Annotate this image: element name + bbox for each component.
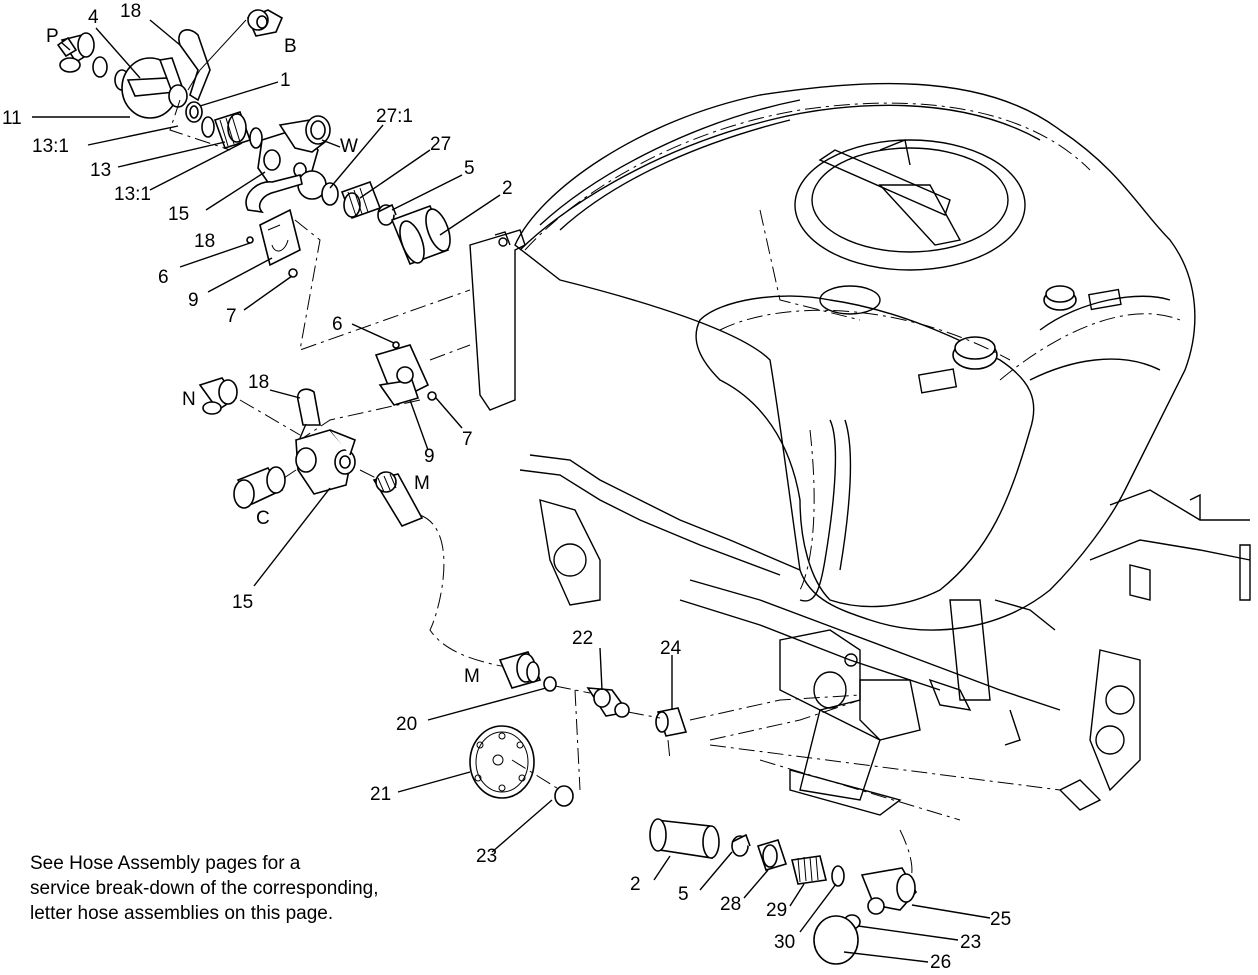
callout-15-lower: 15 [232, 592, 253, 613]
middle-valve-assembly [198, 341, 521, 671]
callout-18-mid: 18 [194, 231, 215, 252]
callout-p: P [46, 26, 59, 47]
callout-9-mid: 9 [424, 446, 435, 467]
callout-w: W [340, 136, 358, 157]
callout-24: 24 [660, 638, 682, 659]
leader-lines [32, 19, 991, 963]
callout-4: 4 [88, 7, 99, 28]
callout-9-top: 9 [188, 290, 199, 311]
callout-18-top: 18 [120, 1, 141, 22]
callout-m-lower: M [464, 666, 480, 687]
upper-valve-assembly [56, 9, 471, 351]
note-line-3: letter hose assemblies on this page. [30, 903, 334, 924]
callout-22: 22 [572, 628, 593, 649]
callout-26: 26 [930, 952, 951, 973]
callout-n: N [182, 389, 196, 410]
callout-28: 28 [720, 894, 741, 915]
callout-11: 11 [2, 108, 22, 129]
callout-2-top: 2 [502, 178, 513, 199]
callout-m-upper: M [414, 473, 430, 494]
lower-assembly [469, 651, 917, 965]
hose-assembly-note: See Hose Assembly pages for a service br… [30, 851, 490, 926]
note-line-1: See Hose Assembly pages for a [30, 853, 301, 874]
callout-7-top: 7 [226, 306, 237, 327]
callout-13-1-b: 13:1 [114, 184, 151, 205]
callout-5-top: 5 [464, 158, 475, 179]
callout-b: B [284, 36, 297, 57]
callout-18-lower: 18 [248, 372, 269, 393]
callout-7-mid: 7 [462, 429, 473, 450]
callout-labels: P 4 18 B 1 11 13:1 13 13:1 15 W 27:1 27 … [2, 1, 1011, 973]
callout-30: 30 [774, 932, 795, 953]
callout-27-1: 27:1 [376, 106, 413, 127]
callout-21: 21 [370, 784, 391, 805]
callout-15-top: 15 [168, 204, 189, 225]
callout-c: C [256, 508, 270, 529]
callout-29: 29 [766, 900, 787, 921]
callout-23-left: 23 [476, 846, 497, 867]
callout-13: 13 [90, 160, 111, 181]
callout-5-lower: 5 [678, 884, 689, 905]
callout-2-lower: 2 [630, 874, 641, 895]
callout-23-right: 23 [960, 932, 981, 953]
callout-1: 1 [280, 70, 291, 91]
tank-dash-lines [524, 102, 1181, 821]
callout-13-1-a: 13:1 [32, 136, 69, 157]
callout-27: 27 [430, 134, 451, 155]
callout-20: 20 [396, 714, 417, 735]
callout-25: 25 [990, 909, 1011, 930]
callout-6-mid: 6 [332, 314, 343, 335]
callout-6-top: 6 [158, 267, 169, 288]
note-line-2: service break-down of the corresponding, [30, 878, 379, 899]
tank-assembly [469, 82, 1251, 816]
